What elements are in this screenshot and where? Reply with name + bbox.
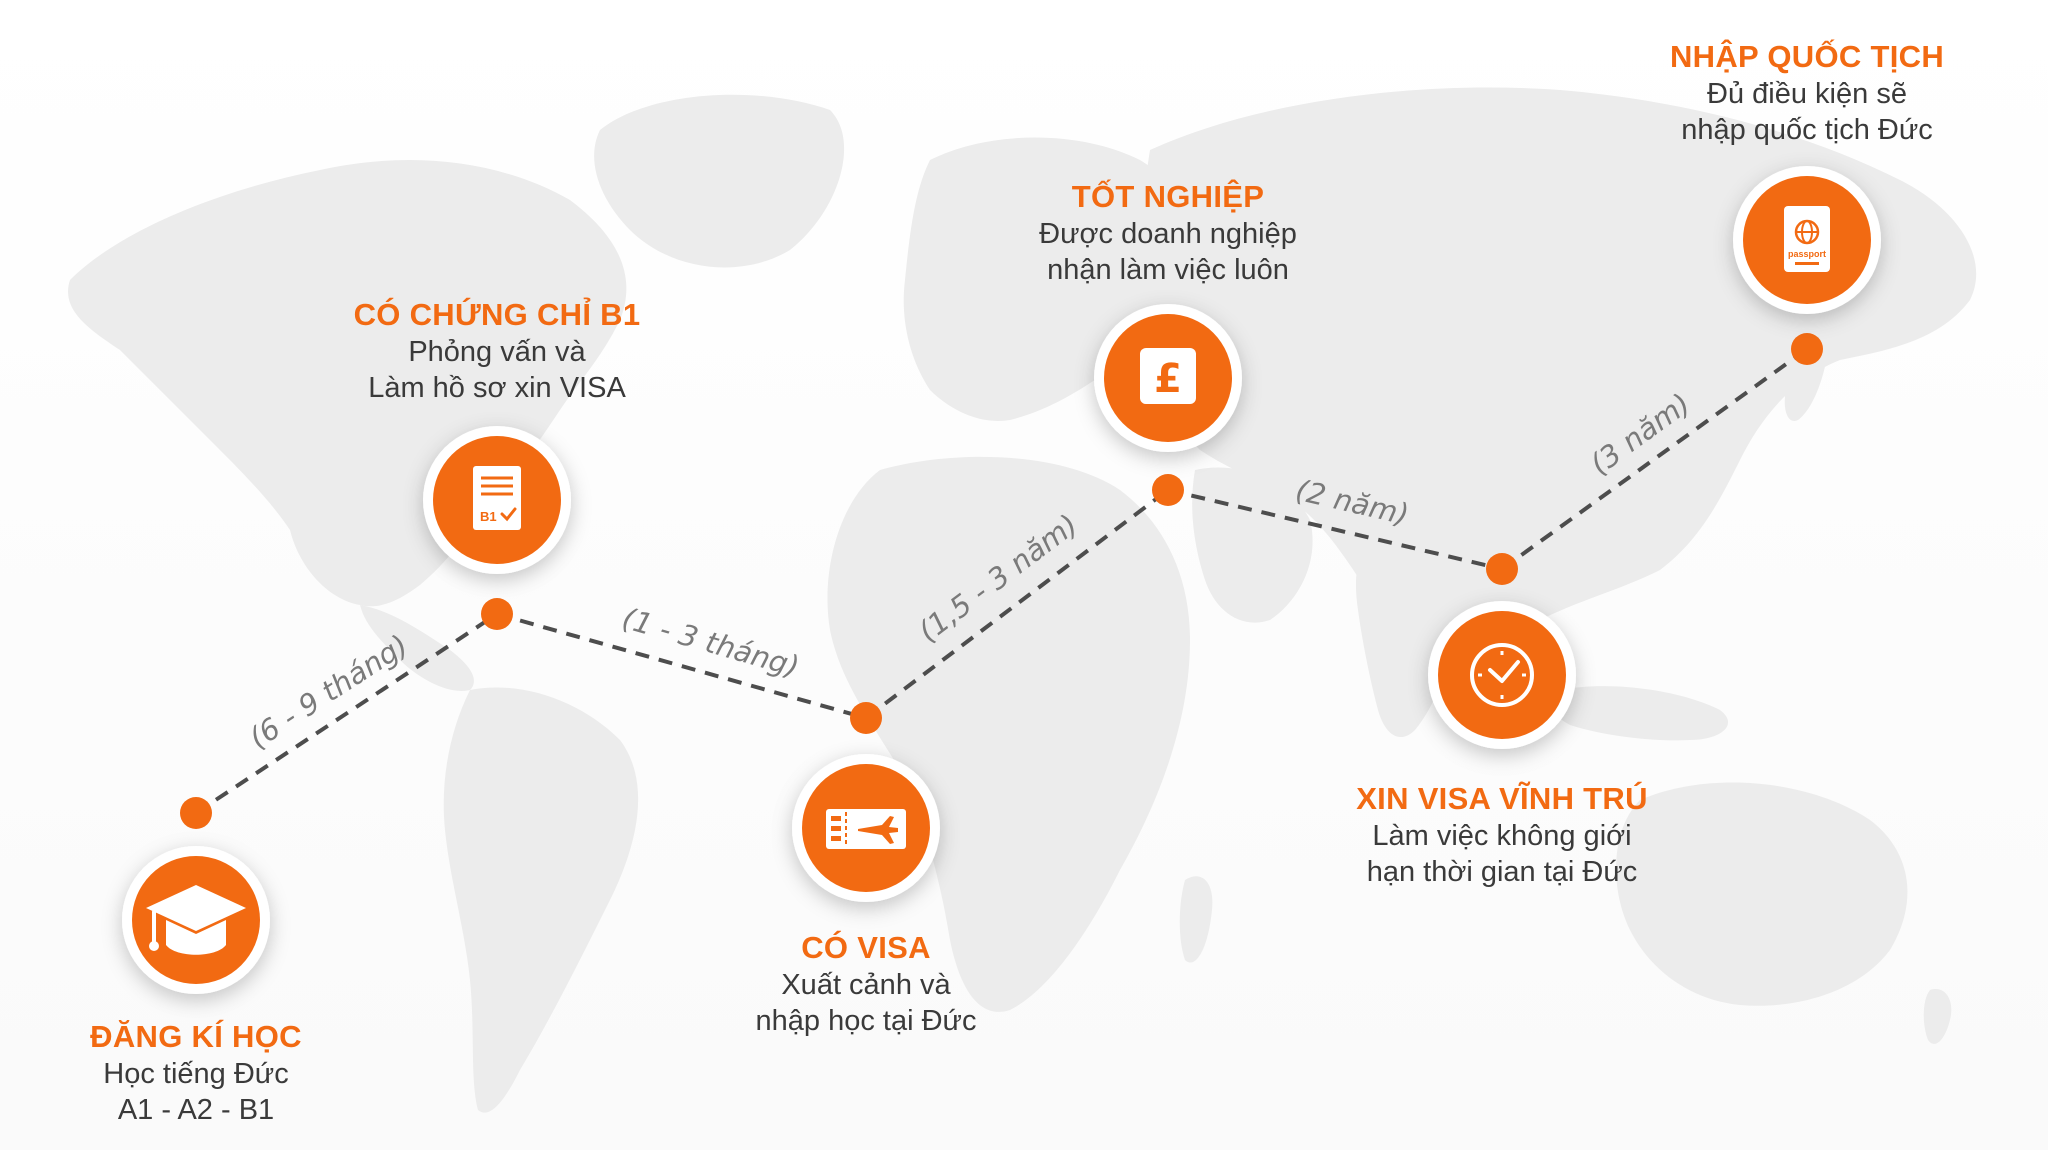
path-dot <box>1791 333 1823 365</box>
path-segment-3 <box>864 488 1170 720</box>
step-description: Xuất cảnh và <box>781 969 951 1001</box>
step-icon-permanent-visa <box>1428 601 1576 749</box>
graduation-cap-icon <box>146 885 246 955</box>
step-title: CÓ VISA <box>801 930 931 965</box>
step-title: ĐĂNG KÍ HỌC <box>90 1019 302 1054</box>
path-segment-2 <box>496 612 867 720</box>
step-icon-register <box>122 846 270 994</box>
path-segment-5 <box>1500 347 1809 571</box>
step-register: ĐĂNG KÍ HỌC Học tiếng Đức A1 - A2 - B1 <box>90 1018 302 1128</box>
step-icon-graduation: £ <box>1094 304 1242 452</box>
step-title: XIN VISA VĨNH TRÚ <box>1356 781 1648 816</box>
step-icon-citizenship: passport <box>1733 166 1881 314</box>
path-dot <box>481 598 513 630</box>
step-title: NHẬP QUỐC TỊCH <box>1669 39 1945 74</box>
path-dot <box>1486 553 1518 585</box>
step-citizenship: NHẬP QUỐC TỊCH Đủ điều kiện sẽ nhập quốc… <box>1670 38 1944 148</box>
step-b1-certificate: CÓ CHỨNG CHỈ B1 Phỏng vấn và Làm hồ sơ x… <box>354 296 641 406</box>
step-description: nhận làm việc luôn <box>1047 254 1289 286</box>
step-description: Được doanh nghiệp <box>1039 218 1297 250</box>
passport-icon-label: passport <box>1788 249 1826 259</box>
step-description: hạn thời gian tại Đức <box>1366 856 1638 888</box>
continent-greenland <box>594 94 845 268</box>
step-description: Học tiếng Đức <box>103 1058 289 1090</box>
continent-new-zealand <box>1923 989 1952 1044</box>
continent-central-america <box>360 605 474 691</box>
step-permanent-visa: XIN VISA VĨNH TRÚ Làm việc không giới hạ… <box>1356 780 1648 890</box>
path-dot <box>1152 474 1184 506</box>
continent-indonesia <box>1551 686 1729 741</box>
pound-money-icon: £ <box>1140 348 1196 404</box>
continent-arabia <box>1192 467 1313 623</box>
duration-label: (1 - 3 tháng) <box>619 601 803 684</box>
step-description: nhập học tại Đức <box>755 1005 977 1037</box>
step-description: nhập quốc tịch Đức <box>1681 114 1933 146</box>
step-icon-visa <box>792 754 940 902</box>
step-graduation: TỐT NGHIỆP Được doanh nghiệp nhận làm vi… <box>1039 178 1297 288</box>
continent-africa <box>827 456 1190 1012</box>
roadmap-path <box>194 347 1809 815</box>
path-dots <box>180 333 1823 829</box>
step-title: CÓ CHỨNG CHỈ B1 <box>353 297 641 332</box>
step-description: Phỏng vấn và <box>408 336 586 368</box>
path-dot <box>850 702 882 734</box>
step-description: A1 - A2 - B1 <box>117 1094 275 1126</box>
duration-label: (6 - 9 tháng) <box>243 628 414 756</box>
path-dot <box>180 797 212 829</box>
b1-icon-label: B1 <box>480 509 497 524</box>
step-description: Đủ điều kiện sẽ <box>1707 78 1907 110</box>
step-visa: CÓ VISA Xuất cảnh và nhập học tại Đức <box>756 929 977 1039</box>
continent-india <box>1355 557 1451 738</box>
clock-icon <box>1470 643 1534 707</box>
path-segment-1 <box>194 612 499 815</box>
step-icon-b1-certificate: B1 <box>423 426 571 574</box>
step-description: Làm hồ sơ xin VISA <box>368 372 626 404</box>
continent-south-america <box>443 687 639 1113</box>
plane-ticket-icon <box>826 809 906 849</box>
step-title: TỐT NGHIỆP <box>1071 179 1265 214</box>
continent-madagascar <box>1179 876 1213 963</box>
path-segment-4 <box>1167 488 1503 571</box>
b1-certificate-icon: B1 <box>473 466 521 530</box>
pound-icon-label: £ <box>1154 356 1182 402</box>
passport-icon: passport <box>1784 206 1830 272</box>
step-description: Làm việc không giới <box>1372 820 1632 852</box>
continent-australia <box>1616 782 1908 1006</box>
